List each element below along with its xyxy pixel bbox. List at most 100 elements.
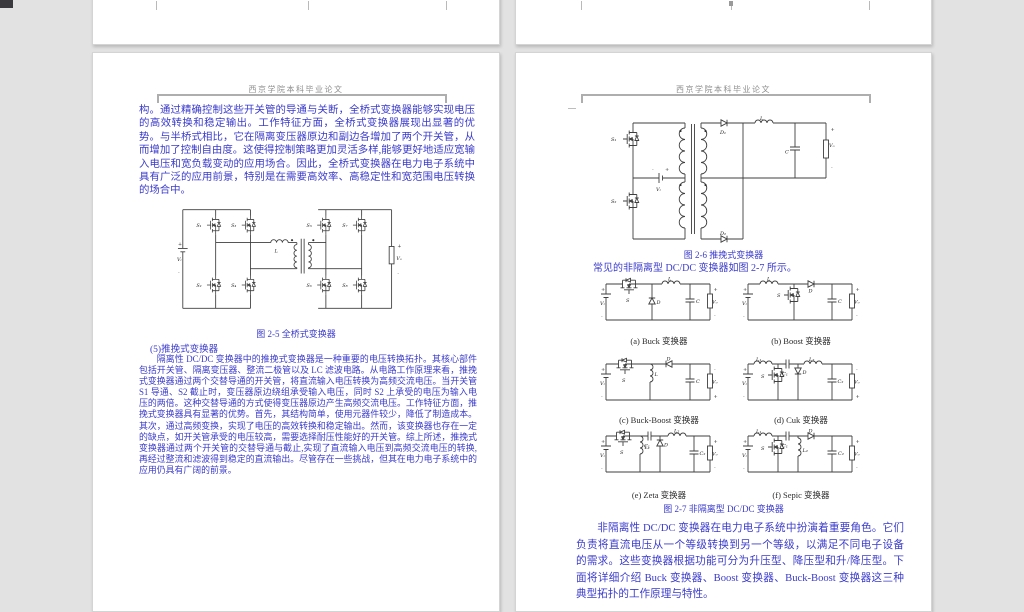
- label-l2: L₂: [808, 357, 814, 363]
- label-vo: Vₒ: [854, 380, 860, 386]
- margin-mark: [581, 1, 582, 10]
- label-vi: Vᵢ: [177, 257, 181, 263]
- label-d: D: [663, 443, 668, 449]
- paragraph-pushpull[interactable]: 隔离性 DC/DC 变换器中的推挽式变换器是一种重要的电压转换拓扑。其核心部件包…: [139, 354, 477, 475]
- subfig-buckboost-circuit: + Vᵢ - S L D C - Vₒ +: [600, 354, 718, 412]
- label-s1: S₁: [196, 223, 201, 229]
- label-s: S: [626, 298, 630, 304]
- label-c1: C₁: [782, 372, 788, 378]
- subfig-cuk-circuit: + Vᵢ - L₁ S C₁ D L₂ C₂ - Vₒ +: [742, 354, 860, 412]
- label-l2: L₂: [673, 429, 679, 435]
- label-c: C: [785, 150, 789, 156]
- header-rule: [157, 94, 447, 103]
- label-s1: S₁: [611, 137, 616, 143]
- page-header-title: 西京学院本科毕业论文: [676, 85, 771, 94]
- label-minus: -: [831, 165, 833, 171]
- paragraph-fullbridge[interactable]: 构。通过精确控制这些开关管的导通与关断，全桥式变换器能够实现电压的高效转换和稳定…: [139, 105, 475, 197]
- figure-2-5-fullbridge-circuit: + Vᵢ - S₁ S₂ S₃ S₄ S₅ S₆ S₇ S₈ L + Vₒ -: [177, 204, 409, 316]
- label-l: L: [654, 372, 659, 378]
- label-s6: S₆: [307, 283, 312, 289]
- label-d: D: [802, 370, 807, 376]
- subfig-caption-a: (a) Buck 变换器: [630, 336, 688, 346]
- margin-mark: [446, 1, 447, 10]
- label-d2: D₂: [719, 231, 726, 237]
- text-boundary-mark: [141, 104, 142, 113]
- label-s8: S₈: [342, 283, 347, 289]
- label-vo: Vₒ: [712, 452, 718, 458]
- label-plus: +: [714, 287, 718, 293]
- label-vi: Vᵢ: [600, 453, 605, 459]
- subfig-caption-f: (f) Sepic 变换器: [772, 490, 830, 500]
- label-vi: Vᵢ: [742, 301, 747, 307]
- label-plus: +: [714, 394, 718, 400]
- label-s4: S₄: [231, 283, 236, 289]
- label-vo: Vₒ: [396, 256, 401, 262]
- label-plus: +: [831, 127, 835, 133]
- margin-mark: [156, 1, 157, 10]
- label-l1: L₁: [755, 429, 761, 435]
- label-plus: +: [856, 394, 860, 400]
- label-l: L: [274, 248, 278, 254]
- label-s: S: [620, 450, 624, 456]
- label-minus: -: [856, 313, 858, 319]
- screen-corner-artifact: [0, 0, 13, 8]
- heading-pushpull[interactable]: (5)推挽式变换器: [150, 345, 219, 355]
- label-minus: -: [743, 314, 745, 320]
- figure-2-7-caption: 图 2-7 非隔离型 DC/DC 变换器: [663, 504, 784, 514]
- label-minus: -: [856, 465, 858, 471]
- margin-mark: [869, 1, 870, 10]
- label-s: S: [761, 446, 765, 452]
- label-s5: S₅: [307, 223, 312, 229]
- label-c: C: [838, 299, 842, 305]
- subfig-sepic-circuit: + Vᵢ - L₁ S C₁ L₂ D C₂ + Vₒ -: [742, 426, 860, 484]
- label-minus: -: [601, 466, 603, 472]
- label-l: L: [667, 277, 672, 283]
- label-minus: -: [652, 167, 654, 173]
- label-l: L: [766, 277, 771, 283]
- label-minus: -: [397, 272, 399, 277]
- header-rule: [581, 94, 871, 103]
- label-plus: +: [743, 367, 747, 373]
- label-vi: Vᵢ: [600, 381, 605, 387]
- document-page-right[interactable]: 西京学院本科毕业论文 S₁ S₂ - +: [515, 52, 932, 612]
- label-d: D: [808, 429, 813, 435]
- subfig-caption-d: (d) Cuk 变换器: [774, 415, 828, 425]
- subfig-zeta-circuit: + Vᵢ - S L₁ C₁ D L₂ C₂ + Vₒ -: [600, 426, 718, 484]
- label-plus: +: [397, 243, 401, 249]
- label-plus: +: [743, 287, 747, 293]
- label-plus: +: [743, 439, 747, 445]
- label-d: D: [666, 357, 671, 363]
- label-s7: S₇: [342, 223, 347, 229]
- label-plus: +: [601, 439, 605, 445]
- subfig-buck-circuit: + Vᵢ - S D L C + Vₒ -: [600, 274, 718, 332]
- label-minus: -: [714, 367, 716, 373]
- label-l: L: [759, 116, 764, 122]
- figure-2-6-caption: 图 2-6 推挽式变换器: [683, 250, 764, 260]
- label-s2: S₂: [196, 283, 201, 289]
- label-minus: -: [714, 313, 716, 319]
- intro-line[interactable]: 常见的非隔离型 DC/DC 变换器如图 2-7 所示。: [593, 263, 797, 274]
- label-minus: -: [743, 466, 745, 472]
- paragraph-nonisolated[interactable]: 非隔离性 DC/DC 变换器在电力电子系统中扮演着重要角色。它们负责将直流电压从…: [576, 523, 904, 600]
- label-vi: Vᵢ: [742, 453, 747, 459]
- label-c2: C₂: [838, 379, 844, 385]
- label-c2: C₂: [838, 451, 844, 457]
- label-plus: +: [856, 287, 860, 293]
- label-c2: C₂: [700, 451, 706, 457]
- label-plus: +: [856, 439, 860, 445]
- label-vo: Vₒ: [712, 300, 718, 306]
- label-minus: -: [856, 367, 858, 373]
- margin-mark: [308, 1, 309, 10]
- label-s: S: [761, 374, 765, 380]
- label-d: D: [808, 289, 813, 295]
- label-c1: C₁: [782, 444, 788, 450]
- subfig-boost-circuit: + Vᵢ - L S D C + Vₒ -: [742, 274, 860, 332]
- previous-page-left: [92, 0, 500, 45]
- label-d1: D₁: [719, 130, 726, 136]
- label-l1: L₁: [644, 445, 650, 451]
- document-page-left[interactable]: 西京学院本科毕业论文 构。通过精确控制这些开关管的导通与关断，全桥式变换器能够实…: [92, 52, 500, 612]
- label-minus: -: [743, 394, 745, 400]
- text-boundary-mark: [568, 108, 576, 109]
- label-plus: +: [178, 242, 182, 248]
- subfig-caption-e: (e) Zeta 变换器: [631, 490, 687, 500]
